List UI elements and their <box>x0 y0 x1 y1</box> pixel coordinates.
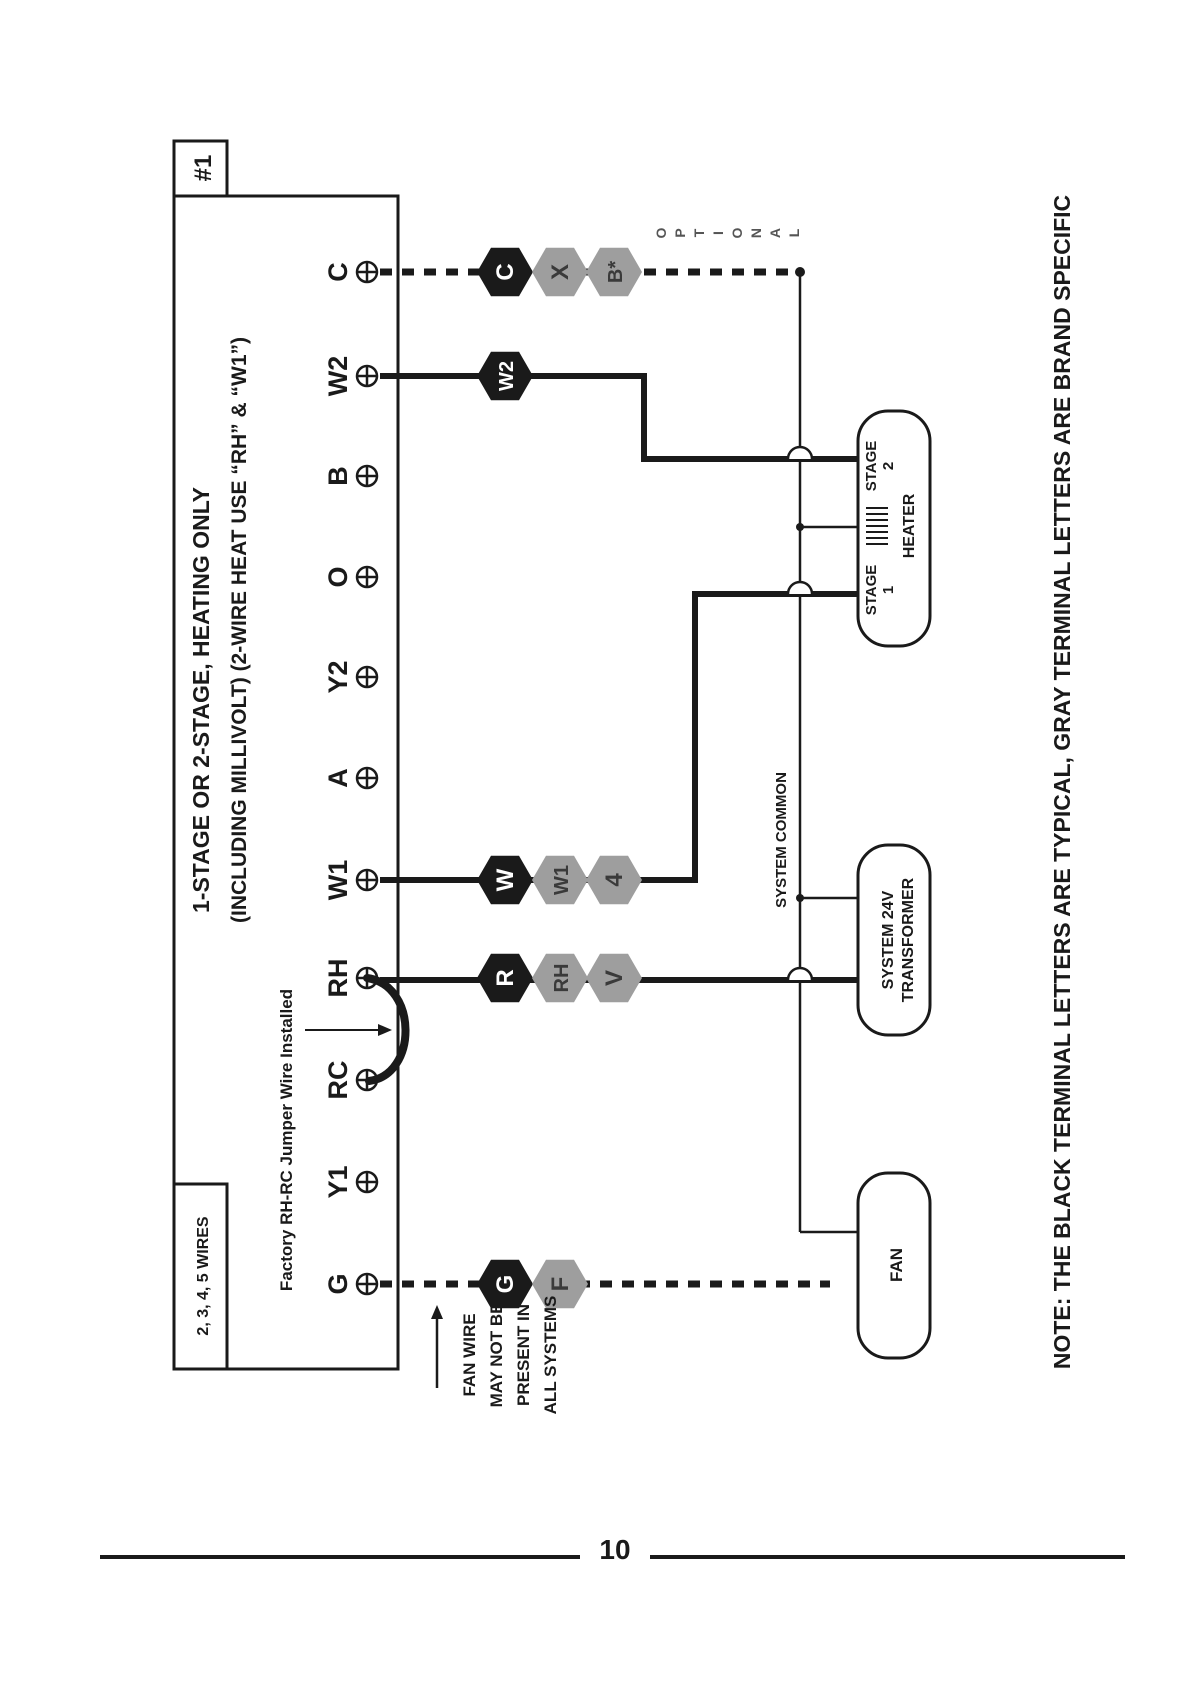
terminal-badge-w2: W2 <box>477 351 533 401</box>
fan-note-line4: ALL SYSTEMS <box>541 1296 560 1415</box>
optional-letter: O <box>653 227 669 238</box>
fan-label: FAN <box>887 1248 906 1282</box>
terminal-badge-w1: W1 <box>532 855 588 905</box>
terminal-badge-text: W2 <box>496 361 518 391</box>
terminal-badge-text: RH <box>551 964 573 993</box>
terminal-badge-c: C <box>477 247 533 297</box>
optional-letter: I <box>710 231 726 235</box>
terminal-label-rc: RC <box>323 1061 353 1100</box>
diagram-title: 1-STAGE OR 2-STAGE, HEATING ONLY <box>188 487 214 913</box>
junction-dot <box>795 267 805 277</box>
terminal-label-a: A <box>323 768 353 788</box>
terminal-badge-rh: RH <box>532 953 588 1003</box>
fan-note-line2: MAY NOT BE <box>487 1303 506 1408</box>
optional-letter: T <box>691 228 707 237</box>
terminal-badge-w: W <box>477 855 533 905</box>
terminal-screw-icon <box>355 868 379 892</box>
terminal-screw-icon <box>355 766 379 790</box>
terminal-badge-4: 4 <box>586 855 642 905</box>
thermostat-box <box>172 194 400 1371</box>
jumper-arrowhead <box>378 1024 392 1036</box>
terminal-badge-text: G <box>492 1275 519 1294</box>
terminal-badge-x: X <box>532 247 588 297</box>
junction-dot <box>796 894 804 902</box>
terminal-screw-icon <box>355 1272 379 1296</box>
terminal-screw-icon <box>355 565 379 589</box>
terminal-badge-text: F <box>547 1277 574 1292</box>
terminal-badges: G F R RH V W W1 4 W2 C X B* <box>477 247 642 1309</box>
wire-crossover <box>786 580 814 595</box>
terminal-screw-icon <box>355 464 379 488</box>
terminal-screws <box>355 260 379 1296</box>
jumper-note: Factory RH-RC Jumper Wire Installed <box>277 989 296 1291</box>
fan-note-line1: FAN WIRE <box>460 1313 479 1396</box>
page-rule-right <box>650 1555 1125 1559</box>
diagram-subtitle: (INCLUDING MILLIVOLT) (2-WIRE HEAT USE “… <box>228 337 251 923</box>
fan-note-line3: PRESENT IN <box>514 1304 533 1406</box>
optional-letter: L <box>786 228 802 237</box>
terminal-badge-r: R <box>477 953 533 1003</box>
heater-component <box>856 409 932 648</box>
transformer-label-line1: SYSTEM 24V <box>880 890 897 989</box>
page-rule-left <box>100 1555 580 1559</box>
heater-stage2-number: 2 <box>880 462 897 470</box>
terminal-screw-icon <box>355 665 379 689</box>
terminal-badge-v: V <box>586 953 642 1003</box>
fan-component <box>856 1171 932 1360</box>
terminal-badge-text: R <box>492 969 519 986</box>
rh-rc-jumper-wire <box>363 974 410 1085</box>
terminal-badge-text: C <box>492 263 519 280</box>
heater-stage2-label: STAGE <box>863 441 880 492</box>
terminal-label-c: C <box>323 262 353 282</box>
brand-note: NOTE: THE BLACK TERMINAL LETTERS ARE TYP… <box>1049 195 1075 1369</box>
terminal-badge-f: F <box>532 1259 588 1309</box>
terminal-badge-text: B* <box>605 261 627 283</box>
diagram-number: #1 <box>190 155 217 182</box>
terminal-badge-text: W <box>492 868 519 891</box>
terminal-label-b: B <box>323 466 353 486</box>
junction-dot <box>796 523 804 531</box>
system-common-label: SYSTEM COMMON <box>773 772 790 908</box>
optional-letter: A <box>767 228 783 238</box>
wire-crossover <box>786 445 814 460</box>
terminal-badge-b-star: B* <box>586 247 642 297</box>
page-number: 10 <box>599 1534 631 1565</box>
wires-count-label: 2, 3, 4, 5 WIRES <box>195 1216 212 1335</box>
heater-stage1-label: STAGE <box>863 565 880 616</box>
terminal-screw-icon <box>355 364 379 388</box>
terminal-label-rh: RH <box>323 959 353 998</box>
heater-element-icon <box>866 507 888 545</box>
wires-tab <box>172 1182 229 1371</box>
terminal-label-y2: Y2 <box>323 660 353 693</box>
terminal-label-w1: W1 <box>323 860 353 901</box>
terminal-labels: G Y1 RC RH W1 A Y2 O B W2 C <box>323 262 353 1294</box>
terminal-badge-g: G <box>477 1259 533 1309</box>
heater-stage1-number: 1 <box>880 586 897 594</box>
terminal-badge-text: X <box>547 264 574 280</box>
transformer-component <box>856 843 932 1037</box>
optional-letter: O <box>729 227 745 238</box>
fan-note-arrowhead <box>431 1305 443 1319</box>
terminal-badge-text: W1 <box>551 865 573 895</box>
optional-letter: N <box>748 228 764 238</box>
w2-wire <box>380 373 860 462</box>
wire-crossover <box>786 966 814 981</box>
terminal-badge-text: 4 <box>601 873 628 887</box>
diagram-number-tab <box>172 139 229 198</box>
terminal-label-g: G <box>323 1273 353 1294</box>
terminal-label-w2: W2 <box>323 356 353 397</box>
terminal-label-o: O <box>323 566 353 587</box>
terminal-badge-text: V <box>601 970 628 986</box>
terminal-screw-icon <box>355 1170 379 1194</box>
optional-letter: P <box>672 228 688 237</box>
transformer-label-line2: TRANSFORMER <box>900 877 917 1002</box>
terminal-screw-icon <box>355 260 379 284</box>
terminal-label-y1: Y1 <box>323 1165 353 1198</box>
heater-label: HEATER <box>901 493 918 558</box>
